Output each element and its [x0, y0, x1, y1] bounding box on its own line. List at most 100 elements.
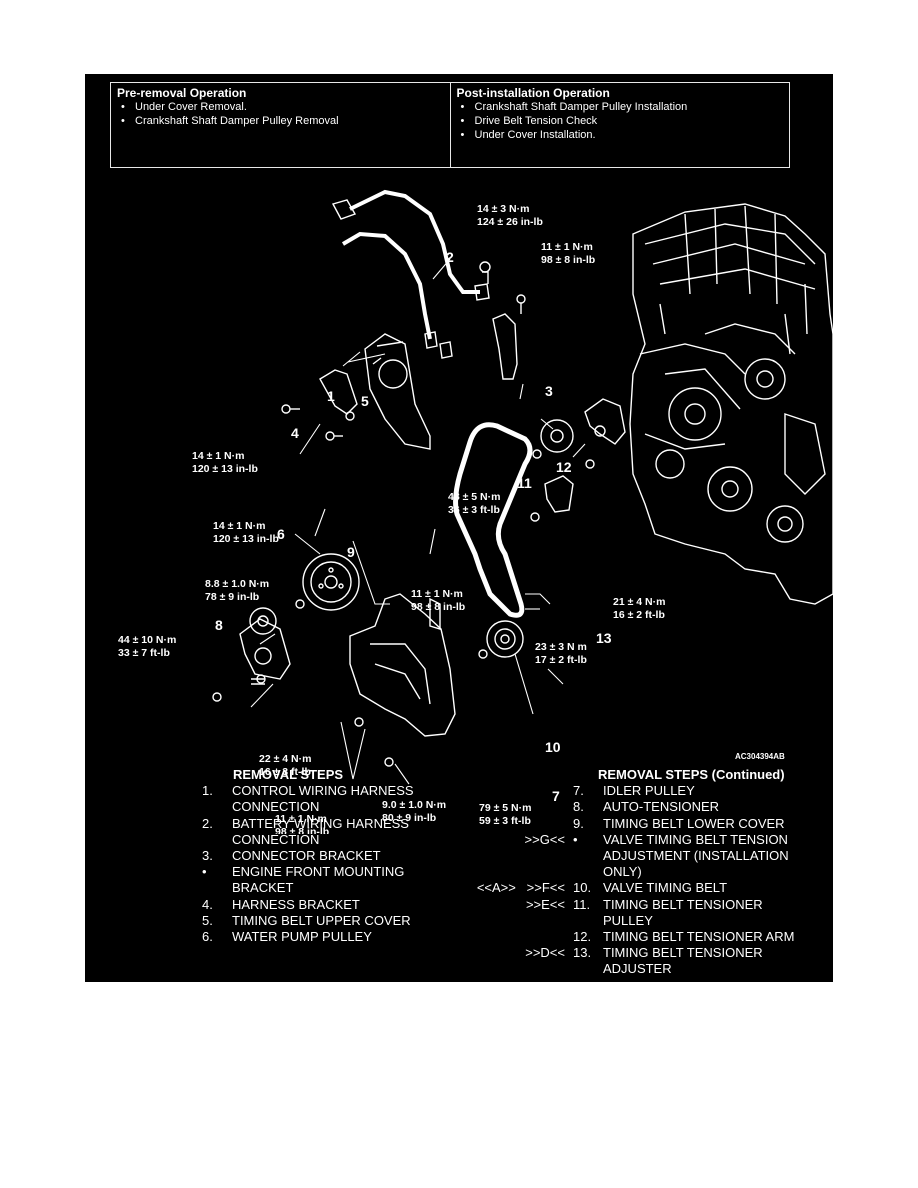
- valve-timing-belt-drawing: [453, 422, 533, 618]
- pre-removal-operation: Pre-removal Operation Under Cover Remova…: [111, 83, 450, 167]
- figure-id: AC304394AB: [735, 752, 785, 761]
- torque-spec: 11 ± 1 N·m: [275, 813, 327, 825]
- engine-block-drawing: [629, 203, 833, 605]
- timing-belt-lower-cover-drawing: [349, 593, 456, 737]
- step-text: CONNECTOR BRACKET: [232, 848, 381, 864]
- torque-spec: 124 ± 26 in-lb: [477, 216, 543, 228]
- step-text: VALVE TIMING BELT: [603, 880, 728, 896]
- service-point-mark: [453, 913, 573, 929]
- control-harness-drawing: [341, 231, 432, 340]
- callout-5: 5: [361, 393, 369, 409]
- diagram-panel: Pre-removal Operation Under Cover Remova…: [85, 74, 833, 982]
- torque-spec: 23 ± 3 N m: [535, 641, 587, 653]
- step-number: 6.: [202, 929, 213, 945]
- tensioner-pulley-drawing: [540, 419, 574, 453]
- step-number: [573, 848, 603, 864]
- step-number: •: [202, 864, 207, 880]
- torque-spec: 44 ± 10 N·m: [118, 634, 176, 646]
- step-number: [202, 799, 232, 815]
- callout-8: 8: [215, 617, 223, 633]
- torque-spec: 9.0 ± 1.0 N·m: [382, 799, 446, 811]
- step-text: PULLEY: [603, 912, 653, 928]
- step-text: VALVE TIMING BELT TENSION: [603, 831, 788, 847]
- torque-spec: 22 ± 4 N·m: [259, 753, 311, 765]
- callout-3: 3: [545, 383, 553, 399]
- step-number: 13.: [573, 945, 592, 961]
- torque-spec: 16 ± 2 ft-lb: [613, 609, 665, 621]
- step-number: [573, 961, 603, 977]
- harness-bracket-drawing: [319, 369, 358, 415]
- torque-spec: 33 ± 7 ft-lb: [118, 647, 170, 659]
- step-number: 9.: [573, 815, 584, 831]
- service-point-mark: [453, 864, 573, 880]
- torque-spec: 78 ± 9 in-lb: [205, 591, 259, 603]
- idler-pulley-drawing: [486, 620, 524, 658]
- step-text: CONNECTION: [232, 799, 320, 815]
- service-point-mark: [453, 961, 573, 977]
- step-text: BATTERY WIRING HARNESS: [232, 815, 409, 831]
- service-point-mark: >>G<<: [524, 831, 565, 847]
- step-number: 7.: [573, 783, 584, 799]
- pre-removal-item: Crankshaft Shaft Damper Pulley Removal: [121, 114, 444, 128]
- callout-1: 1: [327, 388, 335, 404]
- callout-2: 2: [446, 249, 454, 265]
- step-number: 8.: [573, 799, 584, 815]
- torque-spec: 11 ± 1 N·m: [411, 588, 463, 600]
- service-point-mark: [453, 816, 573, 832]
- service-point-mark: <<A>> >>F<<: [476, 880, 565, 896]
- torque-spec: 98 ± 8 in-lb: [411, 601, 465, 613]
- torque-spec: 14 ± 1 N·m: [213, 520, 265, 532]
- step-number: [202, 880, 232, 896]
- step-text: TIMING BELT UPPER COVER: [232, 912, 411, 928]
- step-text: TIMING BELT TENSIONER: [603, 945, 763, 961]
- pre-removal-item: Under Cover Removal.: [121, 100, 444, 114]
- removal-steps-continued-header: REMOVAL STEPS (Continued): [598, 767, 785, 782]
- torque-spec: 8.8 ± 1.0 N·m: [205, 578, 269, 590]
- timing-belt-exploded-diagram: 1 2 3 4 5 6 7 8 9 10 11 12 13 14 ± 3 N·m…: [118, 189, 833, 834]
- step-text: TIMING BELT TENSIONER: [603, 896, 763, 912]
- callout-11: 11: [517, 475, 532, 491]
- service-point-mark: [453, 799, 573, 815]
- torque-spec: 48 ± 5 N·m: [448, 491, 500, 503]
- torque-spec: 21 ± 4 N·m: [613, 596, 665, 608]
- step-text: TIMING BELT LOWER COVER: [603, 815, 785, 831]
- step-number: [573, 913, 603, 929]
- step-number: 12.: [573, 929, 592, 945]
- service-point-mark: [453, 848, 573, 864]
- step-number: 10.: [573, 880, 592, 896]
- torque-spec: 98 ± 8 in-lb: [541, 254, 595, 266]
- callout-6: 6: [277, 526, 285, 542]
- step-number: 4.: [202, 896, 213, 912]
- connector-bracket-drawing: [492, 313, 518, 380]
- torque-spec: 14 ± 1 N·m: [192, 450, 244, 462]
- tensioner-arm-drawing: [584, 398, 626, 445]
- step-text: ENGINE FRONT MOUNTING: [232, 864, 405, 880]
- step-text: HARNESS BRACKET: [232, 896, 360, 912]
- callout-4: 4: [291, 425, 299, 441]
- callout-13: 13: [596, 630, 612, 646]
- service-point-mark: [453, 783, 573, 799]
- tensioner-adjuster-drawing: [544, 475, 574, 513]
- post-installation-item: Under Cover Installation.: [461, 128, 784, 142]
- step-number: 5.: [202, 912, 213, 928]
- step-text: IDLER PULLEY: [603, 783, 695, 799]
- step-number: 3.: [202, 848, 213, 864]
- torque-spec: 79 ± 5 N·m: [479, 802, 531, 814]
- battery-harness-drawing: [349, 189, 480, 294]
- removal-steps-right: REMOVAL STEPS (Continued) 7. IDLER PULLEY…: [453, 767, 833, 978]
- callout-12: 12: [556, 459, 572, 475]
- water-pump-pulley-drawing: [302, 553, 360, 611]
- torque-spec: 120 ± 13 in-lb: [213, 533, 279, 545]
- callout-9: 9: [347, 544, 355, 560]
- removal-steps-header: REMOVAL STEPS: [233, 767, 344, 782]
- torque-spec: 36 ± 3 ft-lb: [448, 504, 500, 516]
- step-text: CONNECTION: [232, 831, 320, 847]
- timing-belt-upper-cover-drawing: [364, 333, 431, 450]
- post-installation-operation: Post-installation Operation Crankshaft S…: [449, 83, 790, 167]
- step-number: [202, 832, 232, 848]
- callout-7: 7: [552, 788, 560, 804]
- step-text: WATER PUMP PULLEY: [232, 929, 372, 945]
- torque-spec: 17 ± 2 ft-lb: [535, 654, 587, 666]
- post-installation-item: Crankshaft Shaft Damper Pulley Installat…: [461, 100, 784, 114]
- figure-id-layer: AC304394AB: [735, 752, 785, 761]
